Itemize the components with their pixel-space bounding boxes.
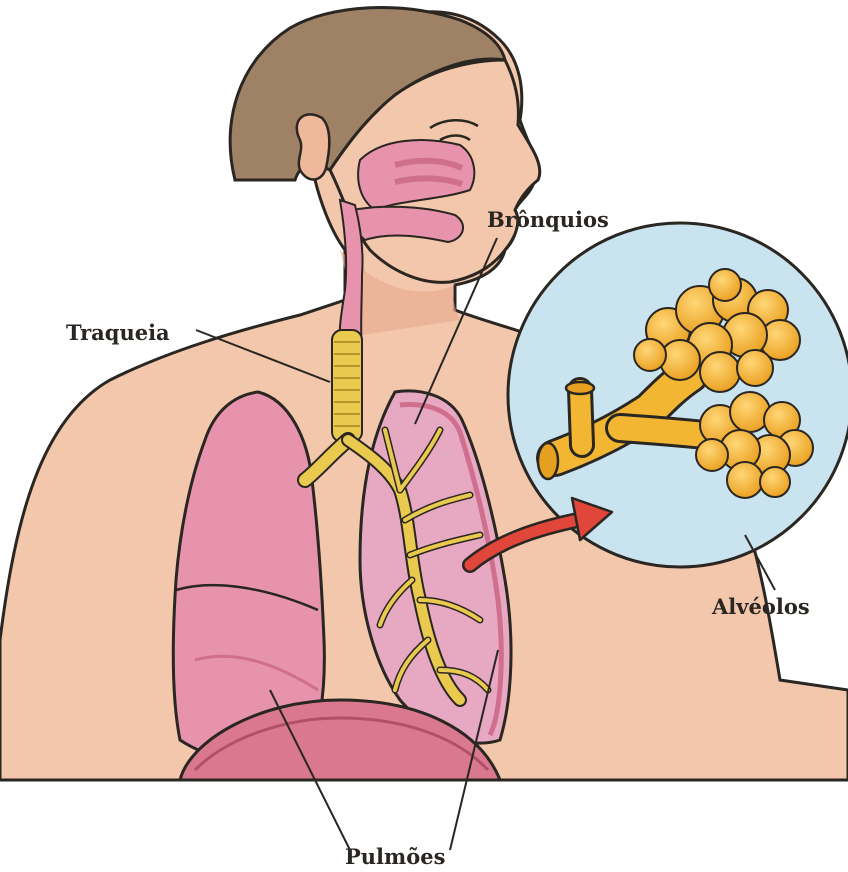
label-pulmoes: Pulmões: [345, 846, 445, 867]
label-alveolos: Alvéolos: [712, 596, 810, 617]
pharynx: [339, 200, 362, 350]
mouth-cavity: [352, 207, 464, 242]
trachea: [332, 330, 362, 442]
label-traqueia: Traqueia: [66, 322, 170, 343]
ear: [297, 114, 329, 179]
label-bronquios: Brônquios: [487, 209, 609, 230]
alveoli-inset: [508, 223, 848, 567]
